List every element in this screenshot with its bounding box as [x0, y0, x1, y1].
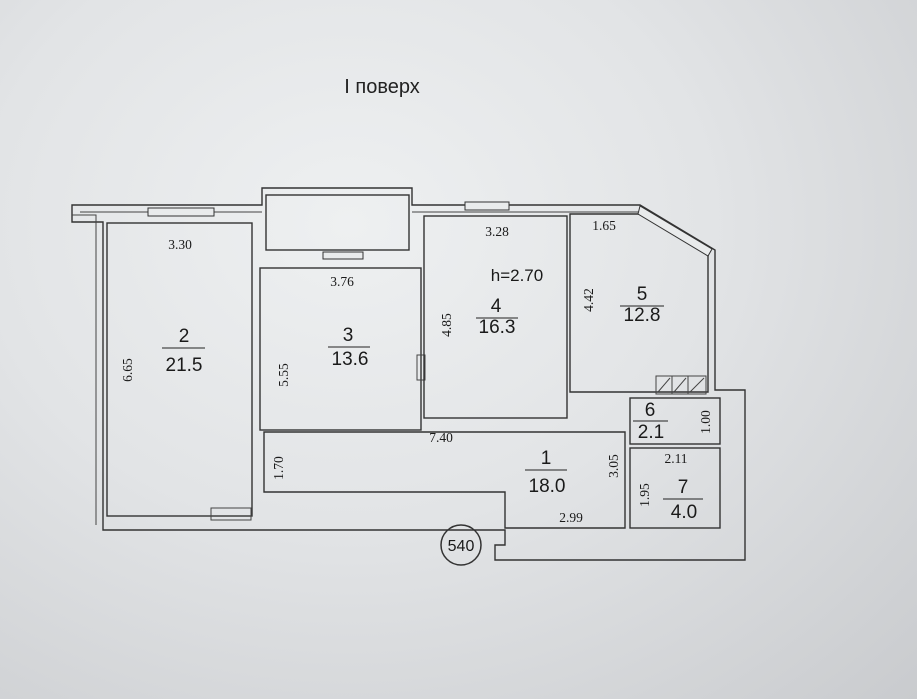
dim-room6-width: 1.00: [698, 410, 713, 434]
dim-room1-width-right: 3.05: [606, 454, 621, 478]
window: [464, 201, 510, 211]
room-area-5: 12.8: [624, 305, 661, 326]
room-area-3: 13.6: [332, 349, 369, 370]
apartment-number: 540: [448, 538, 475, 555]
room-1: [210, 431, 626, 529]
dim-room1-bottom: 2.99: [559, 510, 583, 525]
door: [210, 507, 252, 521]
window: [322, 251, 364, 260]
ceiling-height: h=2.70: [491, 266, 543, 285]
apartment-number-circle: [440, 524, 482, 566]
window: [637, 205, 713, 257]
room-5: [569, 205, 713, 393]
dim-room2-width: 3.30: [168, 237, 192, 252]
dim-room2-length: 6.65: [120, 358, 135, 382]
balcony: [265, 194, 410, 251]
room-4: [423, 201, 568, 419]
dim-room3-width: 3.76: [330, 274, 354, 289]
ventilation-ducts: [655, 375, 707, 395]
room-7: [629, 447, 721, 529]
room-2: [106, 207, 253, 517]
room-6: [629, 397, 721, 445]
dim-room3-length: 5.55: [276, 363, 291, 387]
room-number-5: 5: [637, 284, 648, 305]
room-number-6: 6: [645, 400, 656, 421]
room-number-2: 2: [179, 326, 190, 347]
room-area-2: 21.5: [166, 355, 203, 376]
dim-room1-width-left: 1.70: [271, 456, 286, 480]
room-area-7: 4.0: [671, 502, 697, 523]
window: [147, 207, 215, 217]
door: [416, 354, 426, 381]
dim-room1-length: 7.40: [429, 430, 453, 445]
room-number-4: 4: [491, 296, 502, 317]
room-number-1: 1: [541, 448, 552, 469]
dim-room5-width: 1.65: [592, 218, 616, 233]
room-number-3: 3: [343, 325, 354, 346]
floor-title: I поверх: [344, 76, 420, 98]
room-3: [259, 251, 426, 431]
dim-room4-length: 4.85: [439, 313, 454, 337]
room-number-7: 7: [678, 477, 689, 498]
room-area-1: 18.0: [529, 476, 566, 497]
dim-room4-width: 3.28: [485, 224, 509, 239]
room-area-6: 2.1: [638, 422, 664, 443]
dim-room5-length: 4.42: [581, 288, 596, 312]
dim-room7-length: 1.95: [637, 483, 652, 507]
room-area-4: 16.3: [479, 317, 516, 338]
dim-room7-width: 2.11: [664, 451, 687, 466]
